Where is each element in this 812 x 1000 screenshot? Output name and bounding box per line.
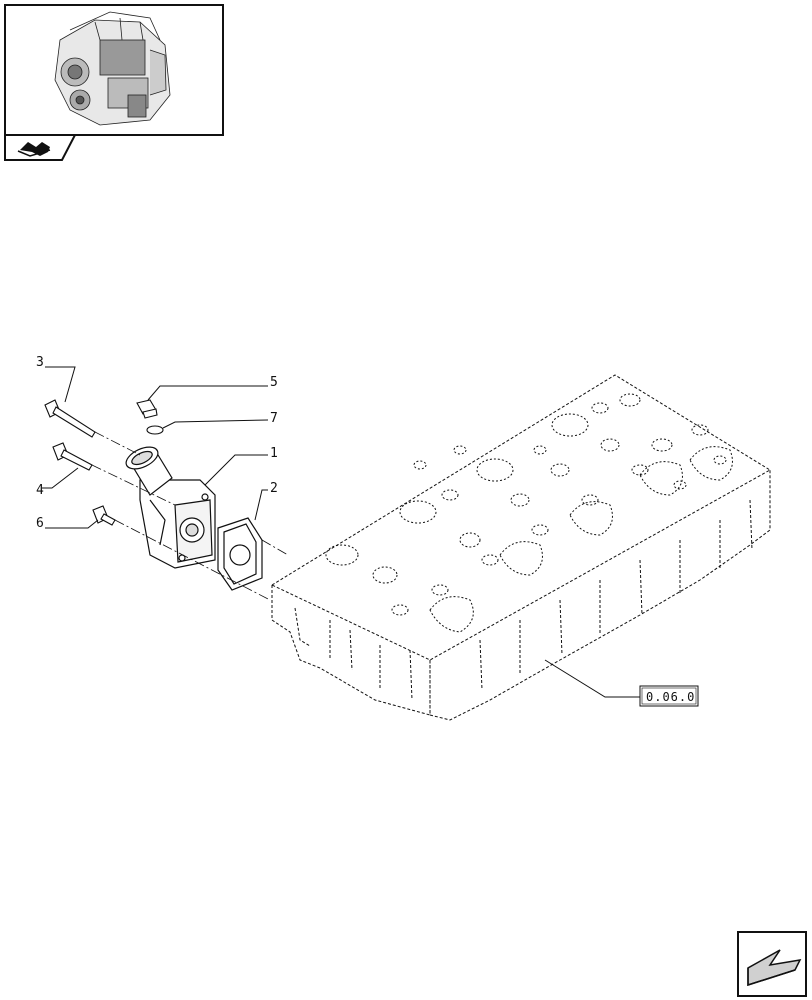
callout-1: 1 bbox=[270, 446, 278, 461]
callout-labels: 3 5 7 1 2 4 6 bbox=[36, 355, 278, 531]
engine-thumbnail-panel[interactable] bbox=[4, 4, 224, 161]
bolt-item-3[interactable] bbox=[44, 399, 96, 438]
bolt-item-6[interactable] bbox=[92, 505, 116, 526]
cylinder-head-ports bbox=[325, 393, 727, 616]
callout-3: 3 bbox=[36, 355, 44, 370]
assembly-center-lines bbox=[91, 431, 289, 601]
reference-box[interactable]: 0.06.0 bbox=[639, 685, 699, 707]
book-section-icon bbox=[17, 142, 51, 157]
cylinder-head-valve-ports bbox=[429, 446, 733, 633]
o-ring-item-7[interactable] bbox=[146, 425, 164, 435]
engine-thumbnail-icon bbox=[54, 11, 171, 126]
thermostat-housing[interactable] bbox=[123, 443, 216, 569]
callout-6: 6 bbox=[36, 516, 44, 531]
reference-label: 0.06.0 bbox=[646, 690, 695, 704]
callout-5: 5 bbox=[270, 375, 278, 390]
plug-item-5[interactable] bbox=[136, 399, 158, 419]
callout-2: 2 bbox=[270, 481, 278, 496]
gasket[interactable] bbox=[217, 517, 263, 591]
leader-lines bbox=[42, 366, 640, 698]
callout-7: 7 bbox=[270, 411, 278, 426]
next-page-arrow-icon[interactable] bbox=[737, 931, 807, 997]
callout-4: 4 bbox=[36, 483, 44, 498]
cylinder-head-outline bbox=[270, 374, 771, 721]
bolt-item-4[interactable] bbox=[52, 442, 93, 471]
